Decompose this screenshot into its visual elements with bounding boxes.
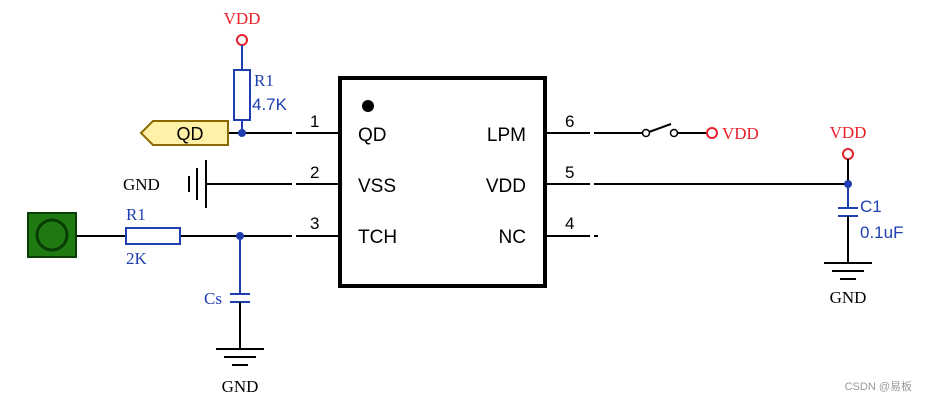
r-touch-ref: R1: [126, 205, 146, 224]
pin-name-vss: VSS: [358, 176, 396, 197]
cs-ref: Cs: [204, 289, 222, 308]
pin-name-lpm: LPM: [487, 125, 526, 146]
watermark: CSDN @易板: [845, 379, 912, 393]
vdd-lpm-terminal: [706, 127, 718, 139]
gnd-vss-label: GND: [123, 175, 160, 194]
r-touch-body: [125, 227, 181, 245]
c1-value: 0.1uF: [860, 223, 903, 242]
pin-number-4: 4: [565, 214, 574, 233]
vdd-top-terminal: [236, 34, 248, 46]
pin-number-1: 1: [310, 112, 319, 131]
gnd-vss-symbol: [188, 160, 207, 208]
qd-port-label: QD: [177, 124, 204, 144]
touch-pad-ring: [35, 218, 69, 252]
r-pullup-body: [233, 69, 251, 121]
switch-contact-left: [641, 128, 651, 138]
junction-qd: [238, 129, 246, 137]
pin-name-vdd: VDD: [486, 176, 526, 197]
vdd-top-label: VDD: [224, 9, 261, 28]
r-touch-value: 2K: [126, 249, 148, 268]
pin-name-tch: TCH: [358, 227, 397, 248]
r-pullup-value: 4.7K: [252, 95, 288, 114]
qd-port-flag: [139, 120, 229, 146]
gnd-c1-label: GND: [830, 288, 867, 307]
switch-lever: [648, 123, 672, 133]
vdd-c1-label: VDD: [830, 123, 867, 142]
vdd-lpm-label: VDD: [722, 124, 759, 143]
gnd-cs-label: GND: [222, 377, 259, 396]
switch-contact-right: [669, 128, 679, 138]
r-pullup-ref: R1: [254, 71, 274, 90]
c1-ref: C1: [860, 197, 882, 216]
pin-name-nc: NC: [499, 227, 526, 248]
ic-body: [338, 76, 547, 288]
pin1-dot: [362, 100, 374, 112]
pin-number-3: 3: [310, 214, 319, 233]
pin-ticks: [292, 132, 594, 237]
gnd-c1-symbol: [824, 262, 872, 280]
gnd-cs-symbol: [216, 348, 264, 366]
pin-number-2: 2: [310, 163, 319, 182]
pin-name-qd: QD: [358, 125, 387, 146]
vdd-c1-terminal: [842, 148, 854, 160]
pin-number-5: 5: [565, 163, 574, 182]
pin-number-6: 6: [565, 112, 574, 131]
